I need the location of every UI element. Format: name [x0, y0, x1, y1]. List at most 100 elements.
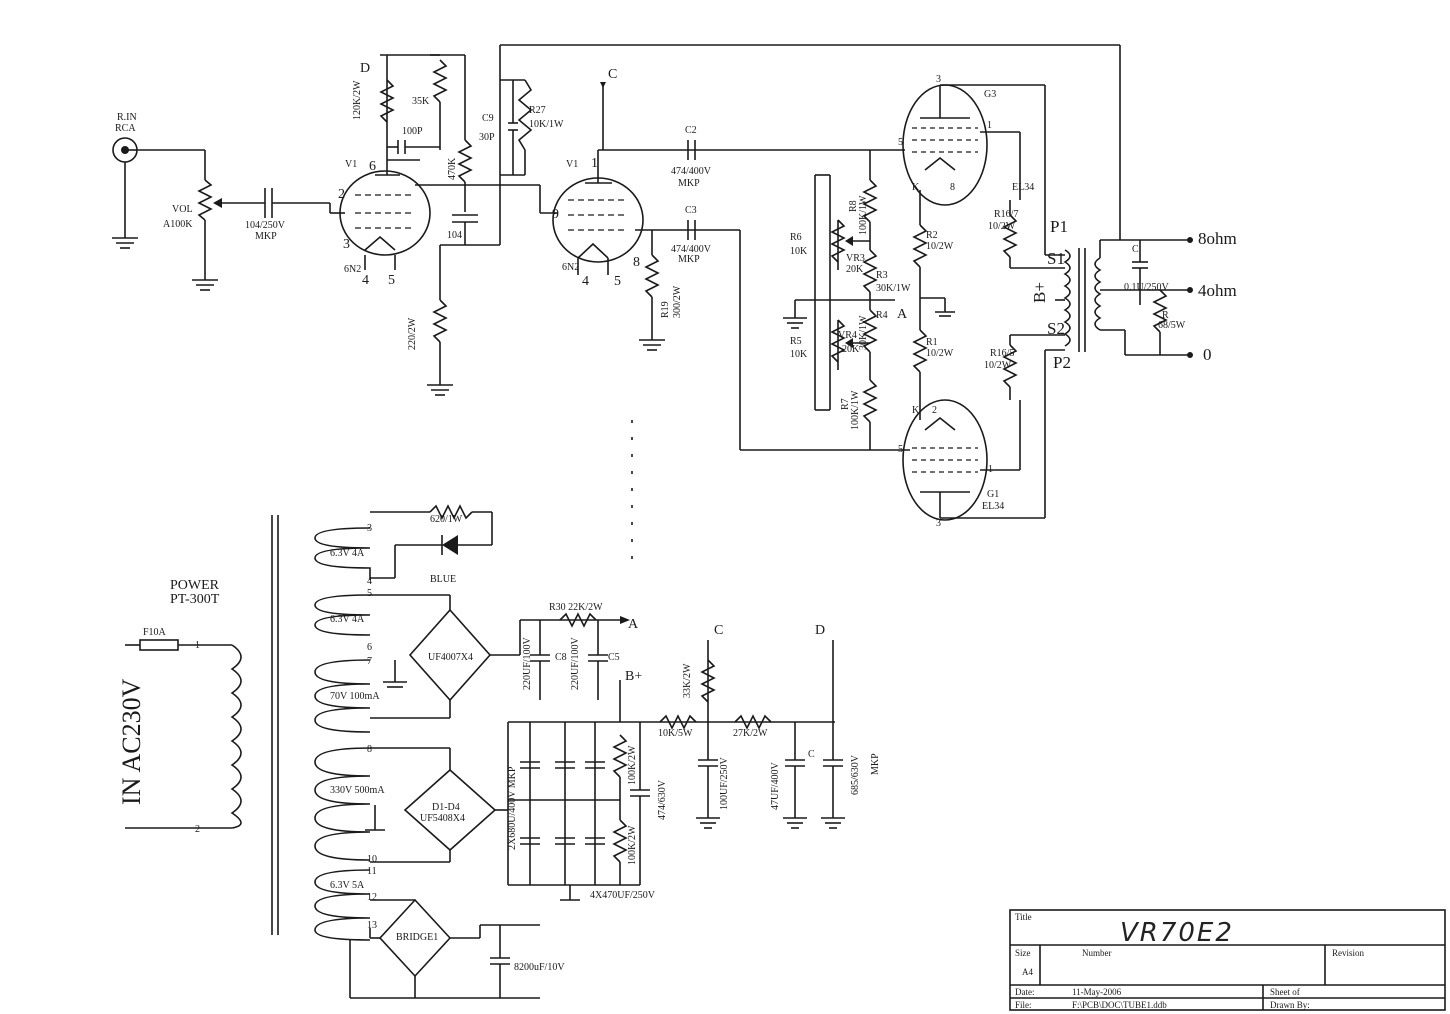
volume-pot	[192, 179, 265, 291]
r16-5-value: 10/2W	[984, 360, 1012, 371]
winding-5: 6.3V 5A	[330, 880, 365, 891]
g3-pin-8: 8	[950, 182, 955, 193]
r2-value: 10/2W	[926, 241, 954, 252]
c2-value: 474/400V	[671, 166, 712, 177]
size-label: Size	[1015, 948, 1031, 958]
pt-pin-7: 7	[367, 656, 372, 667]
g1-pin-k: K	[912, 405, 920, 416]
g3-pin-3: 3	[936, 74, 941, 85]
vr4-label: VR4	[838, 330, 857, 341]
bias-bridge	[370, 594, 520, 719]
p2-label: P2	[1053, 353, 1071, 372]
pt-pin-6: 6	[367, 642, 372, 653]
pt-pin-10: 10	[367, 854, 377, 865]
s2-label: S2	[1047, 319, 1065, 338]
r27-label: R27	[529, 105, 546, 116]
cap-bank-label: 2X680U/400V MKP	[507, 766, 518, 850]
c2-label: C2	[685, 125, 697, 136]
res-470k: 470K	[447, 157, 458, 180]
v1a-pin-6: 6	[369, 159, 376, 174]
r4-value: 30K/1W	[858, 315, 869, 350]
pt-pin-5: 5	[367, 588, 372, 599]
cap-685: 685/630V	[850, 754, 861, 795]
r4-label: R4	[876, 310, 888, 321]
v1a-cathode-res: 220/2W	[407, 317, 418, 350]
v1a-pin-5: 5	[388, 273, 395, 288]
r19-value: 300/2W	[672, 285, 683, 318]
pt-pin-1: 1	[195, 640, 200, 651]
v1a-pin-2: 2	[338, 187, 345, 202]
g3-pin-k: K	[912, 182, 920, 193]
power-label-d: D	[815, 623, 825, 638]
zobel-cap-label: C	[1132, 244, 1139, 255]
res-33k: 33K/2W	[682, 663, 693, 698]
c8-label: C8	[555, 652, 567, 663]
tap-4ohm: 4ohm	[1198, 281, 1237, 300]
zobel-cap-value: 0.1U/250V	[1124, 282, 1170, 293]
r6-value: 10K	[790, 246, 808, 257]
bias-supply	[519, 612, 630, 700]
power-label-bplus: B+	[625, 669, 642, 684]
r16-5-label: R16/5	[990, 348, 1014, 359]
tap-8ohm: 8ohm	[1198, 229, 1237, 248]
bias-cap-1: 220UF/100V	[522, 636, 533, 690]
zobel-res-value: 68/5W	[1158, 320, 1186, 331]
r8-label: R8	[848, 200, 859, 212]
input-jack	[112, 137, 206, 249]
cap-100u: 100UF/250V	[719, 756, 730, 810]
cap-474: 474/630V	[657, 779, 668, 820]
res-27k: 27K/2W	[733, 728, 768, 739]
r16-7-label: R16/7	[994, 209, 1018, 220]
fuse-label: F10A	[143, 627, 167, 638]
pt-pin-12: 12	[367, 892, 377, 903]
tap-0: 0	[1203, 345, 1212, 364]
cap-47u: 47UF/400V	[770, 761, 781, 810]
g1-pin-3: 3	[936, 518, 941, 529]
bias-resistor: R30 22K/2W	[549, 602, 603, 613]
input-jack-type: RCA	[115, 123, 136, 134]
volume-value: A100K	[163, 219, 193, 230]
cathode-resistors	[912, 200, 1065, 400]
date-label: Date:	[1015, 987, 1035, 997]
ht-bridge	[365, 747, 508, 863]
res-10k: 10K/5W	[658, 728, 693, 739]
v1b-pin-4: 4	[582, 274, 589, 289]
v1b-pin-1: 1	[591, 156, 598, 171]
winding-2: 6.3V 4A	[330, 614, 365, 625]
number-label: Number	[1082, 948, 1112, 958]
feedback-network	[499, 44, 1121, 245]
output-tube-bottom	[902, 350, 1046, 521]
g1-label: G1	[987, 489, 999, 500]
r7-value: 100K/1W	[850, 390, 861, 430]
g1-type: EL34	[982, 501, 1004, 512]
g3-pin-5: 5	[898, 137, 903, 148]
cap-100p: 100P	[402, 126, 423, 137]
g1-pin-1: 1	[988, 464, 993, 475]
c9-value: 30P	[479, 132, 495, 143]
v1b-pin-5: 5	[614, 274, 621, 289]
v1a-label-d: D	[360, 61, 370, 76]
g1-pin-2: 2	[932, 405, 937, 416]
file-label: File:	[1015, 1000, 1032, 1010]
volume-label: VOL	[172, 204, 193, 215]
pt-pin-2: 2	[195, 824, 200, 835]
r1-label: R1	[926, 337, 938, 348]
r16-7-value: 10/2W	[988, 221, 1016, 232]
cap-c-label: C	[808, 749, 815, 760]
input-jack-label: R.IN	[117, 112, 137, 123]
power-label-c: C	[714, 623, 723, 638]
title-block	[1009, 909, 1446, 1011]
r5-label: R5	[790, 336, 802, 347]
c2-capacitor	[687, 140, 696, 160]
vr3-value: 20K	[846, 264, 864, 275]
ht-cap-bank	[507, 680, 835, 901]
g3-type: EL34	[1012, 182, 1034, 193]
p1-label: P1	[1050, 217, 1068, 236]
mains-label: IN AC230V	[117, 678, 146, 805]
r5-value: 10K	[790, 349, 808, 360]
c9-label: C9	[482, 113, 494, 124]
bridge1-label: UF4007X4	[428, 652, 473, 663]
g1-pin-5: 5	[898, 444, 903, 455]
winding-4: 330V 500mA	[330, 785, 385, 796]
filter-chain	[659, 640, 845, 829]
